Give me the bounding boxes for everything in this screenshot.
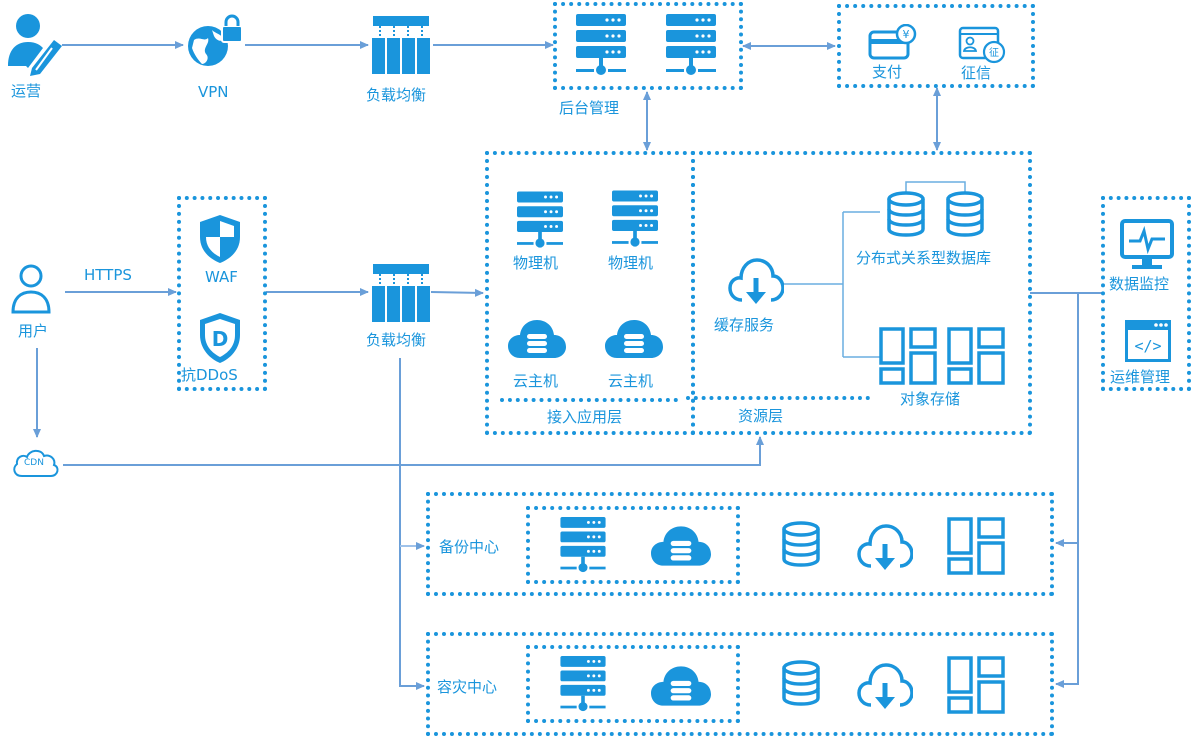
vpn-globe-icon xyxy=(188,14,243,66)
cloud-1-label: 云主机 xyxy=(513,372,559,390)
svg-text:D: D xyxy=(212,327,229,351)
physical-1-label: 物理机 xyxy=(513,254,559,272)
server-icon xyxy=(666,14,716,75)
database-label: 分布式关系型数据库 xyxy=(856,249,992,267)
resource-layer-box xyxy=(691,151,1032,435)
payment-card-icon: ¥ xyxy=(868,24,917,60)
access-layer-title: 接入应用层 xyxy=(547,408,623,426)
cdn-label: CDN xyxy=(24,458,44,468)
svg-text:征: 征 xyxy=(989,47,999,59)
cache-cloud-download-icon xyxy=(857,524,913,570)
cache-cloud-download-icon xyxy=(857,663,913,709)
user-icon xyxy=(11,264,51,314)
operator-label: 运营 xyxy=(11,82,42,100)
operator-icon xyxy=(8,14,62,76)
dr-compute-box xyxy=(526,645,740,723)
object-storage-icon xyxy=(947,656,1005,714)
monitoring-screen-icon xyxy=(1120,219,1174,269)
waf-label: WAF xyxy=(205,268,238,286)
payment-credit-box xyxy=(837,4,1035,88)
object-storage-icon xyxy=(947,517,1005,575)
payment-label: 支付 xyxy=(872,63,903,81)
line-ops-down xyxy=(1055,293,1079,688)
backup-center-box xyxy=(426,492,1054,596)
cache-label: 缓存服务 xyxy=(714,316,775,334)
ops-management-label: 运维管理 xyxy=(1110,368,1171,386)
object-storage-icon xyxy=(947,327,1005,385)
arrow-lb-access xyxy=(430,288,484,297)
code-window-icon: </> xyxy=(1125,320,1171,362)
database-icon xyxy=(782,521,820,567)
backend-admin-box xyxy=(553,2,743,90)
waf-shield-icon xyxy=(200,215,240,263)
physical-server-icon xyxy=(612,190,658,247)
physical-2-label: 物理机 xyxy=(608,254,654,272)
backup-compute-box xyxy=(526,506,740,584)
load-balancer-icon xyxy=(372,16,430,74)
database-icon xyxy=(887,191,925,237)
security-box xyxy=(177,196,267,391)
backup-center-title: 备份中心 xyxy=(439,538,500,556)
server-icon xyxy=(560,517,606,573)
object-storage-icon xyxy=(879,327,937,385)
monitoring-label: 数据监控 xyxy=(1109,275,1170,293)
load-balancer-icon xyxy=(372,264,430,322)
vpn-label: VPN xyxy=(198,83,229,101)
dr-center-title: 容灾中心 xyxy=(437,678,498,696)
load-balancer-top-label: 负载均衡 xyxy=(366,86,427,104)
anti-ddos-shield-icon: D xyxy=(200,313,240,363)
cloud-2-label: 云主机 xyxy=(608,372,654,390)
credit-id-icon: 征 xyxy=(958,26,1006,64)
https-label: HTTPS xyxy=(84,266,132,284)
backend-admin-label: 后台管理 xyxy=(559,99,620,117)
arrow-cdn-resource xyxy=(63,436,764,466)
resource-layer-title: 资源层 xyxy=(738,407,784,425)
anti-ddos-label: 抗DDoS xyxy=(181,366,238,384)
line-lb-down xyxy=(399,358,425,690)
cloud-host-icon xyxy=(605,320,663,358)
database-icon xyxy=(946,191,984,237)
svg-text:</>: </> xyxy=(1134,337,1161,355)
resource-divider xyxy=(686,396,870,400)
database-icon xyxy=(782,660,820,706)
server-icon xyxy=(576,14,626,75)
physical-server-icon xyxy=(517,191,563,248)
dr-center-box xyxy=(426,632,1054,736)
cache-cloud-download-icon xyxy=(728,258,784,304)
cloud-host-icon xyxy=(651,526,711,566)
ops-box xyxy=(1101,196,1191,391)
load-balancer-user-label: 负载均衡 xyxy=(366,331,427,349)
object-storage-label: 对象存储 xyxy=(900,390,961,408)
svg-text:¥: ¥ xyxy=(903,28,910,41)
access-divider xyxy=(500,398,678,402)
server-icon xyxy=(560,656,606,712)
credit-label: 征信 xyxy=(961,64,992,82)
cdn-cloud-icon xyxy=(13,449,59,477)
cloud-host-icon xyxy=(508,320,566,358)
user-label: 用户 xyxy=(18,322,49,340)
cloud-host-icon xyxy=(651,666,711,706)
